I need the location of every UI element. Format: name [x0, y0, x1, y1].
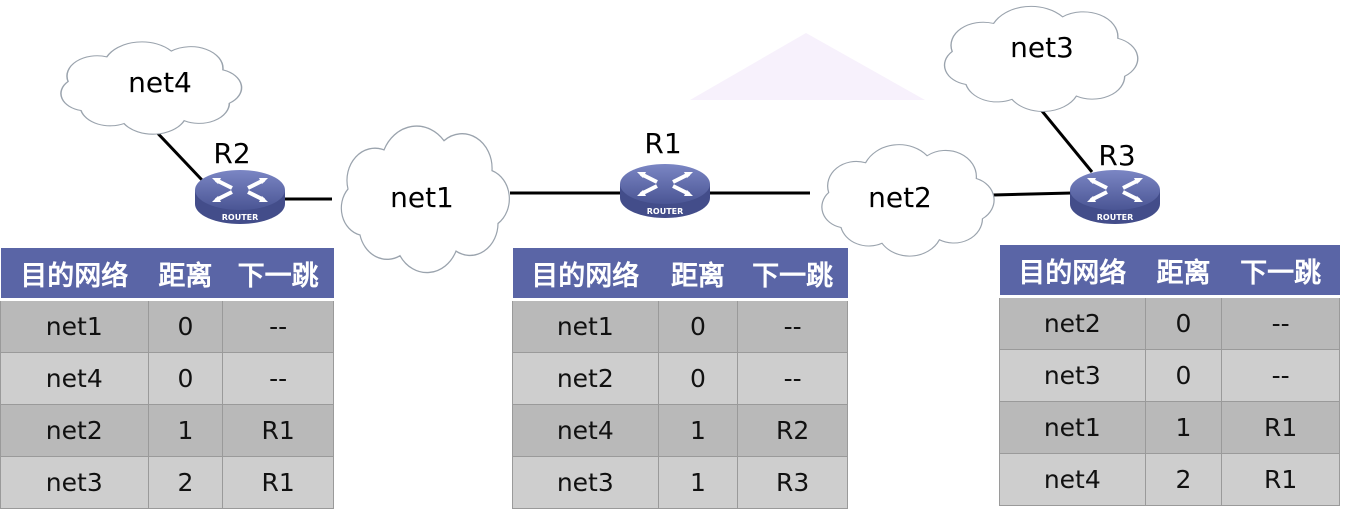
header-next-hop: 下一跳 [1221, 245, 1340, 298]
background-triangle [690, 33, 925, 100]
cloud-net3: net3 [943, 5, 1139, 113]
header-destination: 目的网络 [0, 248, 149, 301]
router-badge: ROUTER [647, 207, 684, 216]
header-destination: 目的网络 [512, 248, 659, 301]
net2-label: net2 [868, 181, 932, 214]
link-net3-r3 [1031, 99, 1094, 173]
r1-label: R1 [644, 127, 681, 160]
router-badge: ROUTER [222, 213, 259, 222]
link-net2-r3 [992, 191, 1073, 197]
header-next-hop: 下一跳 [222, 248, 334, 301]
net4-label: net4 [128, 66, 192, 99]
cloud-net1: net1 [340, 124, 511, 274]
r3-label: R3 [1098, 139, 1135, 172]
header-next-hop: 下一跳 [737, 248, 848, 301]
router-badge: ROUTER [1097, 213, 1134, 222]
cloud-net4: net4 [59, 40, 243, 136]
header-distance: 距离 [148, 248, 223, 301]
cloud-net2: net2 [820, 143, 996, 258]
router-r1: ROUTER [618, 162, 712, 220]
router-r2: ROUTER [193, 168, 287, 226]
net1-label: net1 [390, 181, 454, 214]
header-destination: 目的网络 [999, 245, 1146, 298]
header-distance: 距离 [658, 248, 738, 301]
net3-label: net3 [1010, 31, 1074, 64]
r2-label: R2 [213, 137, 250, 170]
router-r3: ROUTER [1068, 168, 1162, 226]
header-distance: 距离 [1145, 245, 1222, 298]
